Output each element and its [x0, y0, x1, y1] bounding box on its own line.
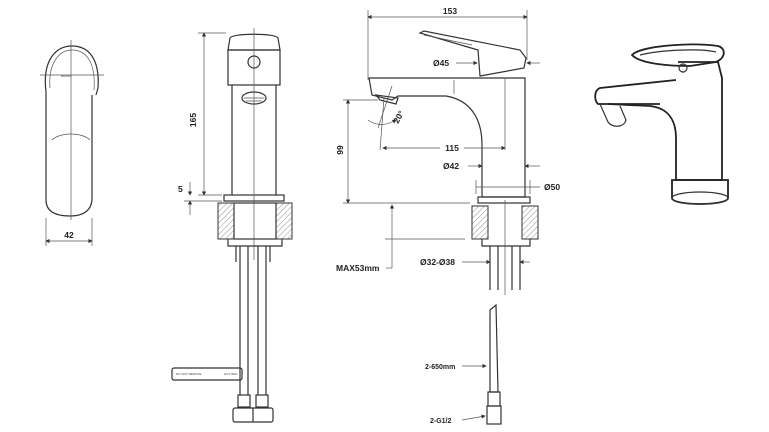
front-view: DO NOT REMOVE HOT RED 165 5 — [171, 28, 293, 423]
tag-text-left: DO NOT REMOVE — [176, 372, 201, 376]
brand-mark: BRAND — [61, 74, 72, 78]
dim-body-diameter: Ø42 — [443, 161, 459, 171]
dim-spout-height: 99 — [335, 145, 345, 155]
dim-hose-length: 2-650mm — [425, 364, 455, 371]
dim-height: 165 — [188, 113, 198, 127]
dim-handle-width: 42 — [64, 230, 74, 240]
end-view: BRAND 42 — [40, 40, 104, 246]
hose-detail: 2-650mm 2-G1/2 — [425, 303, 502, 425]
dim-base-diameter: Ø50 — [544, 182, 560, 192]
dim-max-counter-thickness: MAX53mm — [336, 263, 380, 273]
dim-spout-angle: 20° — [391, 108, 406, 125]
dim-overall-length: 153 — [443, 6, 457, 16]
side-view: 153 20° Ø45 115 Ø42 Ø50 99 — [335, 6, 560, 295]
faucet-render — [594, 43, 729, 205]
dim-spout-reach: 115 — [445, 143, 459, 153]
dim-handle-diameter: Ø45 — [433, 58, 449, 68]
dim-hole-diameter: Ø32-Ø38 — [420, 257, 455, 267]
dim-base-offset: 5 — [178, 184, 183, 194]
tag-text-right: HOT RED — [224, 372, 238, 376]
dim-hose-thread: 2-G1/2 — [430, 418, 452, 425]
